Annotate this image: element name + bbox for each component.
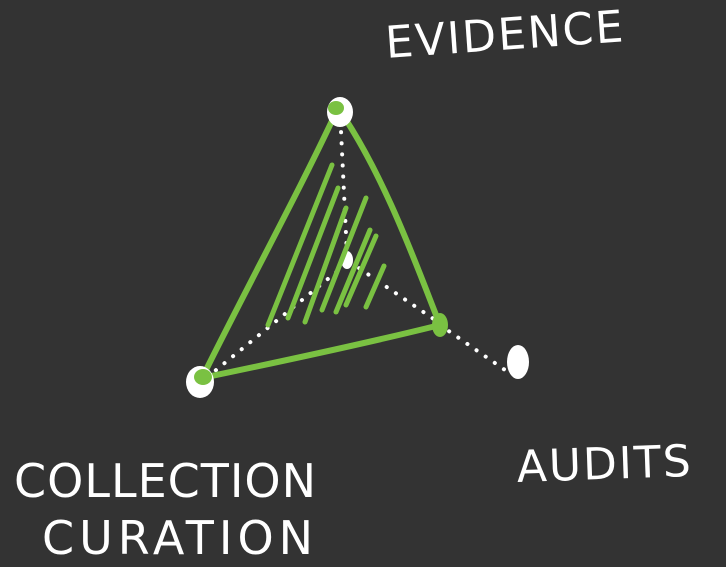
face-hatching <box>265 162 387 328</box>
hidden-edge-back-right <box>348 260 440 324</box>
hidden-edges <box>208 108 507 377</box>
vertex-audits-dot <box>507 345 529 379</box>
label-curation: CURATION <box>42 511 319 565</box>
hidden-edge-right-audits <box>438 323 507 372</box>
front-face-triangle <box>199 105 443 381</box>
label-collection: COLLECTION <box>14 454 318 508</box>
hidden-edge-top-back <box>338 108 349 257</box>
label-audits: AUDITS <box>515 435 694 493</box>
vertex-bottom-left <box>186 366 214 398</box>
hidden-edge-back-left <box>208 263 347 377</box>
vertex-top <box>327 97 353 127</box>
vertex-right <box>432 313 448 337</box>
